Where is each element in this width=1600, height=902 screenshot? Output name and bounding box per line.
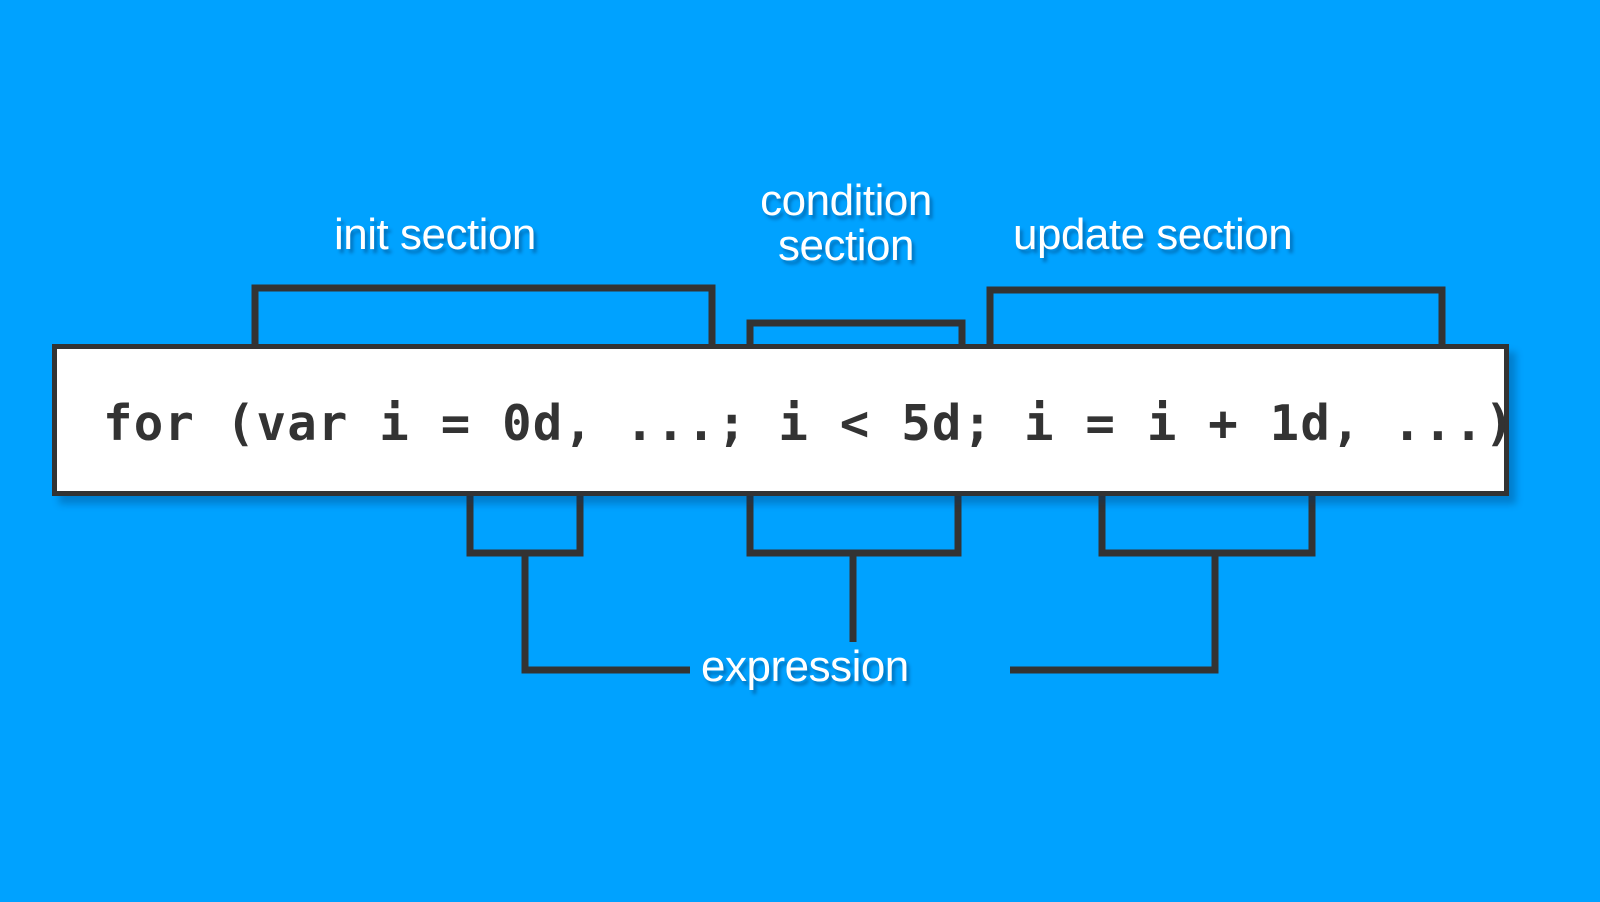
- bracket-update-section: [986, 286, 1446, 396]
- label-update-section: update section: [1013, 210, 1293, 259]
- label-init-section: init section: [334, 210, 536, 259]
- bracket-expression-update: [1098, 478, 1316, 557]
- code-snippet-box: [52, 344, 1509, 496]
- label-condition-line2: section: [778, 221, 914, 271]
- code-snippet-text: for (var i = 0d, ...; i < 5d; i = i + 1d…: [103, 395, 1516, 452]
- label-condition-line1: condition: [760, 176, 932, 225]
- bracket-init-section: [251, 284, 716, 396]
- connector-expression-left: [521, 553, 690, 674]
- connector-expression-right: [1010, 553, 1219, 674]
- label-expression: expression: [701, 642, 909, 691]
